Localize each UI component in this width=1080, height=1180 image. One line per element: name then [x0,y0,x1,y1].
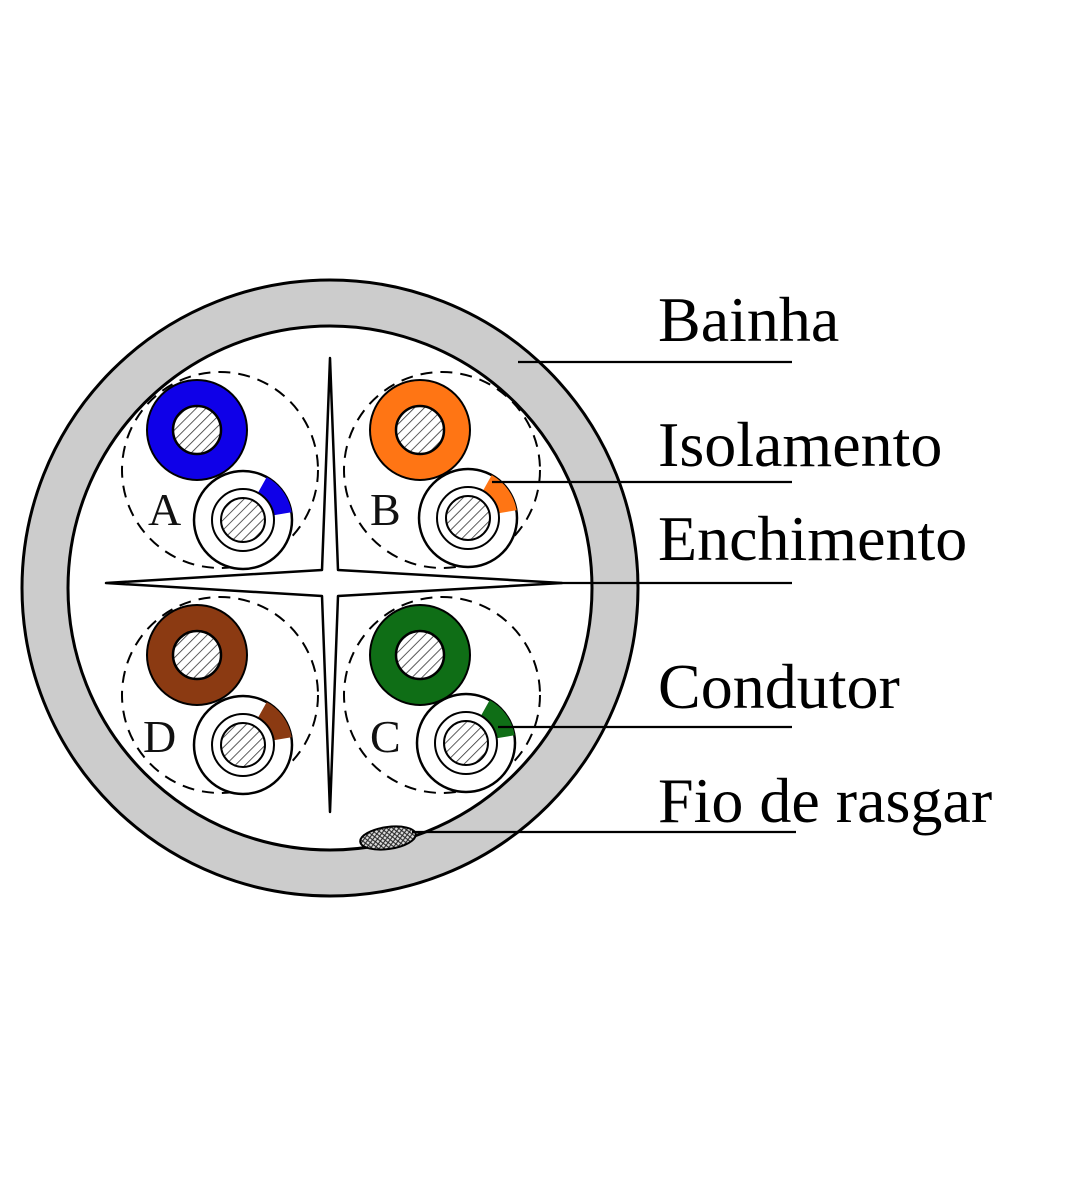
pair-b-colored-conductor [394,404,446,456]
pair-a-white-conductor [220,497,266,543]
label-ripcord: Fio de rasgar [658,765,992,836]
pair-d [146,604,294,796]
pair-c-white-conductor [443,720,489,766]
pair-d-letter: D [143,711,176,762]
pair-b [369,379,519,569]
pair-d-boundary [121,596,319,794]
pair-c [369,604,517,794]
pair-a-stripe [257,477,292,516]
pair-d-white-conductor [220,722,266,768]
pair-a-colored-conductor [171,404,223,456]
pair-c-stripe [480,700,515,739]
ripcord [359,825,417,851]
label-insulation: Isolamento [658,409,942,480]
pair-c-colored-conductor [394,629,446,681]
pair-c-letter: C [370,711,401,762]
pair-a-boundary [121,371,319,569]
pair-d-colored-conductor [171,629,223,681]
pair-b-stripe [482,475,517,514]
label-sheath: Bainha [658,284,839,355]
pair-a [146,379,294,571]
pair-b-white-conductor [445,495,491,541]
pair-c-boundary [343,596,541,794]
label-filler: Enchimento [658,503,967,574]
pair-b-letter: B [370,484,401,535]
pair-a-letter: A [148,484,181,535]
label-conductor: Condutor [658,651,900,722]
pair-b-boundary [343,371,541,569]
pair-boundaries [121,371,541,794]
pair-d-stripe [257,702,292,741]
cross-filler [104,356,564,814]
